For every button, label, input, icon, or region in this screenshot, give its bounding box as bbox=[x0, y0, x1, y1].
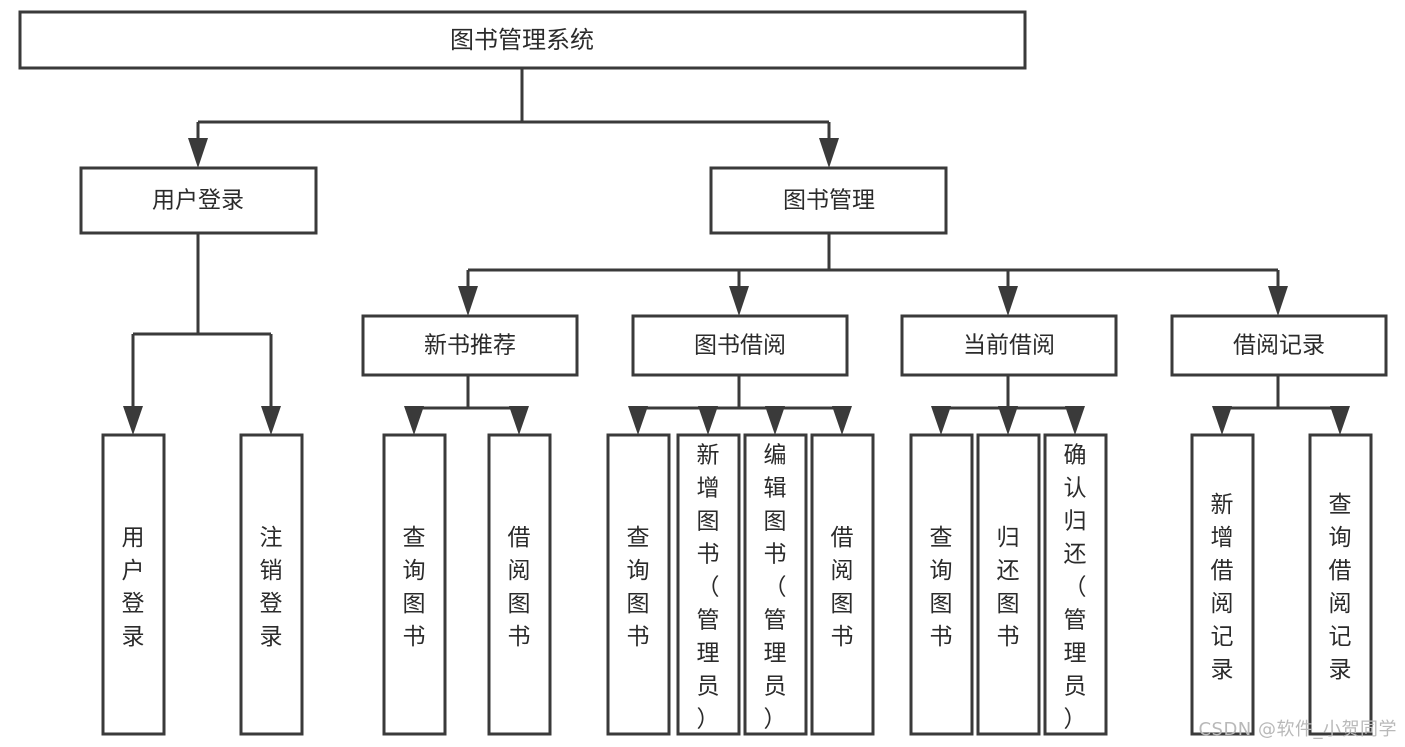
connector-borrowrecord-to-leaves bbox=[1212, 375, 1350, 435]
leaf-box[interactable] bbox=[909, 433, 974, 736]
leaf-node[interactable]: 查询图书 bbox=[606, 433, 671, 736]
arrow-head-borrowrecord-leaf-1 bbox=[1212, 406, 1232, 435]
connector-currentborrow-to-leaves bbox=[931, 375, 1085, 435]
leaf-box[interactable] bbox=[810, 433, 875, 736]
connector-bookborrow-to-leaves bbox=[628, 375, 852, 435]
leaf-node[interactable]: 查询图书 bbox=[909, 433, 974, 736]
leaf-label: 编辑图书（管理员） bbox=[764, 442, 787, 732]
node-user-login-box[interactable] bbox=[79, 166, 318, 235]
arrow-head-newbook-leaf-2 bbox=[509, 406, 529, 435]
arrow-head-user-login bbox=[188, 138, 208, 168]
node-current-borrow-box[interactable] bbox=[900, 314, 1118, 377]
leaf-node[interactable]: 确认归还（管理员） bbox=[1043, 433, 1108, 736]
leaf-box[interactable] bbox=[606, 433, 671, 736]
leaf-node[interactable]: 编辑图书（管理员） bbox=[743, 433, 808, 736]
arrow-head-userlogin-leaf-2 bbox=[261, 406, 281, 435]
node-book-manage-label: 图书管理 bbox=[783, 188, 875, 214]
arrow-head-book-manage bbox=[819, 138, 839, 168]
csdn-watermark: CSDN @软件_小贺同学 bbox=[1198, 719, 1397, 740]
leaf-label: 查询图书 bbox=[627, 525, 650, 650]
node-book-borrow-label: 图书借阅 bbox=[694, 333, 786, 359]
leaf-box[interactable] bbox=[1043, 433, 1108, 736]
leaf-node[interactable]: 借阅图书 bbox=[487, 433, 552, 736]
leaf-box[interactable] bbox=[1308, 433, 1373, 736]
leaf-label: 查询图书 bbox=[403, 525, 426, 650]
leaf-node[interactable]: 新增图书（管理员） bbox=[676, 433, 741, 736]
arrow-head-currentborrow-leaf-2 bbox=[998, 406, 1018, 435]
leaf-label: 用户登录 bbox=[122, 525, 145, 650]
leaf-node[interactable]: 归还图书 bbox=[976, 433, 1041, 736]
leaf-node[interactable]: 查询借阅记录 bbox=[1308, 433, 1373, 736]
arrow-head-userlogin-leaf-1 bbox=[123, 406, 143, 435]
node-book-manage[interactable]: 图书管理 bbox=[709, 166, 948, 235]
node-new-book-recommend-box[interactable] bbox=[361, 314, 579, 377]
leaf-box[interactable] bbox=[101, 433, 166, 736]
leaf-node[interactable]: 用户登录 bbox=[101, 433, 166, 736]
leaf-box[interactable] bbox=[239, 433, 304, 736]
leaf-box[interactable] bbox=[676, 433, 741, 736]
leaf-box[interactable] bbox=[487, 433, 552, 736]
arrow-head-bookborrow-leaf-3 bbox=[765, 406, 785, 435]
connector-root-to-level2 bbox=[188, 68, 839, 168]
arrow-head-currentborrow-leaf-3 bbox=[1065, 406, 1085, 435]
node-root-label: 图书管理系统 bbox=[450, 26, 594, 54]
leaf-label: 确认归还（管理员） bbox=[1064, 442, 1087, 732]
connector-bookmanage-to-level3 bbox=[458, 233, 1288, 316]
arrow-head-new-book bbox=[458, 286, 478, 316]
node-user-login[interactable]: 用户登录 bbox=[79, 166, 318, 235]
node-book-manage-box[interactable] bbox=[709, 166, 948, 235]
node-book-borrow-box[interactable] bbox=[631, 314, 849, 377]
arrow-head-bookborrow-leaf-2 bbox=[698, 406, 718, 435]
node-new-book-recommend-label: 新书推荐 bbox=[424, 333, 516, 359]
connector-userlogin-to-leaves bbox=[123, 233, 281, 435]
leaf-label: 查询借阅记录 bbox=[1329, 492, 1352, 683]
leaf-box[interactable] bbox=[743, 433, 808, 736]
leaf-label: 新增借阅记录 bbox=[1211, 492, 1234, 683]
node-borrow-record-label: 借阅记录 bbox=[1233, 333, 1325, 359]
leaf-label: 新增图书（管理员） bbox=[697, 442, 720, 732]
node-borrow-record-box[interactable] bbox=[1170, 314, 1388, 377]
arrow-head-book-borrow bbox=[729, 286, 749, 316]
arrow-head-newbook-leaf-1 bbox=[404, 406, 424, 435]
leaf-box[interactable] bbox=[382, 433, 447, 736]
leaf-label: 查询图书 bbox=[930, 525, 953, 650]
arrow-head-borrow-record bbox=[1268, 286, 1288, 316]
arrow-head-bookborrow-leaf-4 bbox=[832, 406, 852, 435]
node-current-borrow-label: 当前借阅 bbox=[963, 333, 1055, 359]
node-root-system[interactable]: 图书管理系统 bbox=[18, 10, 1027, 70]
arrow-head-bookborrow-leaf-1 bbox=[628, 406, 648, 435]
node-root-box[interactable] bbox=[18, 10, 1027, 70]
leaf-node[interactable]: 查询图书 bbox=[382, 433, 447, 736]
node-borrow-record[interactable]: 借阅记录 bbox=[1170, 314, 1388, 377]
arrow-head-currentborrow-leaf-1 bbox=[931, 406, 951, 435]
leaf-node[interactable]: 借阅图书 bbox=[810, 433, 875, 736]
node-book-borrow[interactable]: 图书借阅 bbox=[631, 314, 849, 377]
leaf-box[interactable] bbox=[1190, 433, 1255, 736]
node-current-borrow[interactable]: 当前借阅 bbox=[900, 314, 1118, 377]
leaf-label: 借阅图书 bbox=[831, 525, 854, 650]
leaf-node[interactable]: 注销登录 bbox=[239, 433, 304, 736]
connector-newbook-to-leaves bbox=[404, 375, 529, 435]
arrow-head-borrowrecord-leaf-2 bbox=[1330, 406, 1350, 435]
leaf-label: 借阅图书 bbox=[508, 525, 531, 650]
leaf-label: 注销登录 bbox=[260, 525, 283, 650]
arrow-head-current-borrow bbox=[998, 286, 1018, 316]
node-new-book-recommend[interactable]: 新书推荐 bbox=[361, 314, 579, 377]
leaf-label: 归还图书 bbox=[997, 525, 1020, 650]
node-user-login-label: 用户登录 bbox=[152, 188, 244, 214]
leaf-box[interactable] bbox=[976, 433, 1041, 736]
leaf-node[interactable]: 新增借阅记录 bbox=[1190, 433, 1255, 736]
